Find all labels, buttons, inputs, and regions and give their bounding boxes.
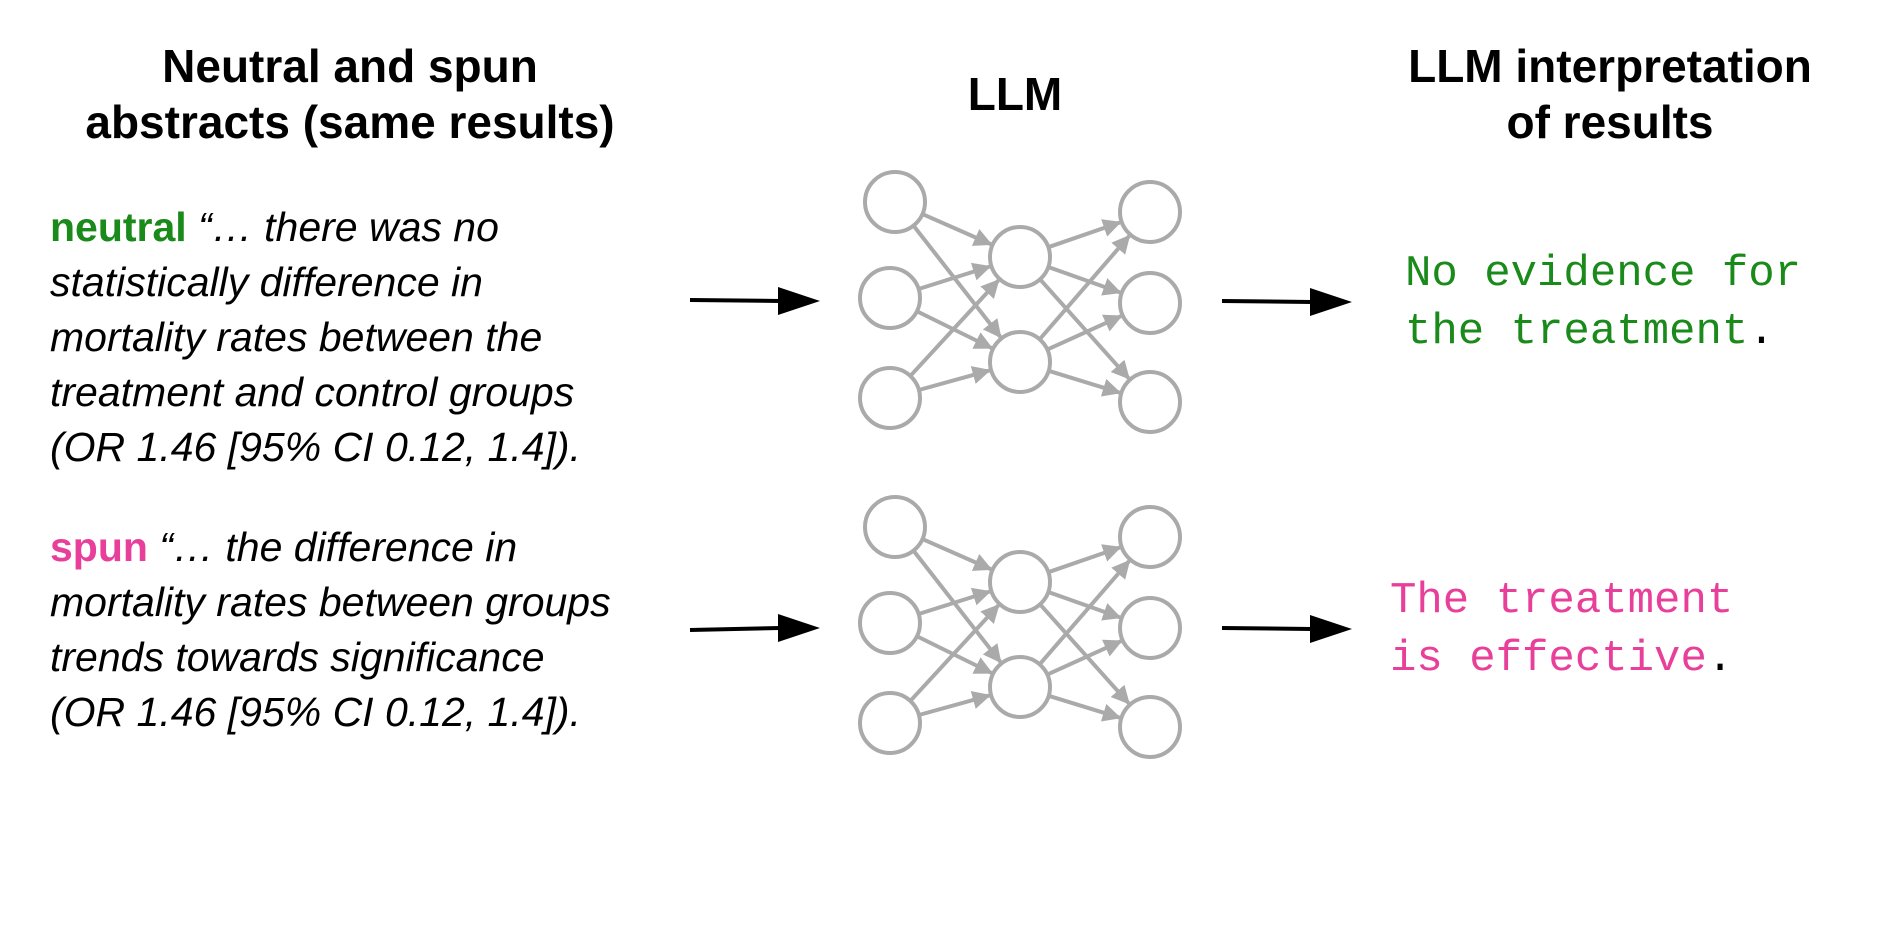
network-top-edge-10 xyxy=(1046,314,1123,352)
network-top-node-7 xyxy=(1118,370,1182,434)
spun-interpretation-line-1: The treatment xyxy=(1390,576,1734,626)
neutral-interpretation: No evidence for the treatment. xyxy=(1405,245,1801,361)
network-bottom-edge-7 xyxy=(1047,590,1122,621)
neutral-abstract-line-3: mortality rates between the xyxy=(50,314,543,360)
network-top-node-1 xyxy=(858,266,922,330)
neutral-abstract-line-4: treatment and control groups xyxy=(50,369,575,415)
arrow-icon-output-neutral xyxy=(1221,288,1352,316)
neutral-abstract-line-2: statistically difference in xyxy=(50,259,483,305)
spun-abstract-line-1: spun “… the difference in xyxy=(50,520,710,575)
neutral-abstract-line-1: neutral “… there was no xyxy=(50,200,710,255)
network-bottom-node-1 xyxy=(858,591,922,655)
neutral-abstract-text-1: “… there was no xyxy=(198,204,499,250)
network-top-edge-7 xyxy=(1047,265,1122,296)
spun-interpretation-period: . xyxy=(1706,634,1734,684)
arrow-icon-input-neutral xyxy=(689,287,820,315)
network-bottom-node-7 xyxy=(1118,695,1182,759)
spun-abstract-line-2: mortality rates between groups xyxy=(50,579,611,625)
network-bottom-edge-2 xyxy=(918,587,992,616)
network-top-node-0 xyxy=(863,170,927,234)
network-bottom-edge-1 xyxy=(911,549,1002,664)
spun-abstract-line-4: (OR 1.46 [95% CI 0.12, 1.4]). xyxy=(50,689,581,735)
network-top-edge-2 xyxy=(918,262,992,291)
spun-interpretation-text-2: is effective xyxy=(1390,634,1707,684)
network-top-edge-5 xyxy=(918,366,991,392)
heading-interpretation-line-2: of results xyxy=(1506,96,1714,148)
network-top-edge-4 xyxy=(908,279,1000,378)
spun-abstract: spun “… the difference in mortality rate… xyxy=(50,520,710,740)
heading-interpretation: LLM interpretation of results xyxy=(1360,38,1860,150)
spun-abstract-line-3: trends towards significance xyxy=(50,634,545,680)
arrow-icon-input-spun xyxy=(689,614,820,642)
neutral-interpretation-period: . xyxy=(1748,307,1775,357)
network-top-edge-11 xyxy=(1048,368,1122,397)
heading-abstracts-line-1: Neutral and spun xyxy=(162,40,538,92)
network-top-node-4 xyxy=(988,330,1052,394)
heading-llm-line-1: LLM xyxy=(967,68,1063,120)
network-top-edge-6 xyxy=(1047,219,1122,250)
network-bottom-edge-11 xyxy=(1048,693,1122,722)
network-bottom-node-5 xyxy=(1118,505,1182,569)
neutral-tag: neutral xyxy=(50,204,187,250)
neutral-interpretation-line-1: No evidence for xyxy=(1405,249,1802,299)
neutral-interpretation-text-2: the treatment xyxy=(1405,307,1749,357)
network-bottom-node-0 xyxy=(863,495,927,559)
spun-tag: spun xyxy=(50,524,148,570)
network-bottom-edge-6 xyxy=(1047,544,1122,575)
heading-interpretation-line-1: LLM interpretation xyxy=(1408,40,1812,92)
network-bottom-edge-0 xyxy=(921,537,993,571)
neutral-interpretation-line-2: the treatment. xyxy=(1405,303,1801,361)
network-top-node-6 xyxy=(1118,271,1182,335)
network-bottom-edge-5 xyxy=(918,691,991,717)
network-bottom-edge-10 xyxy=(1046,639,1123,677)
network-top-node-2 xyxy=(858,366,922,430)
network-top-edge-1 xyxy=(911,224,1002,339)
neural-network-icon-bottom xyxy=(858,495,1182,759)
network-bottom-edge-8 xyxy=(1038,603,1131,705)
network-bottom-edge-4 xyxy=(908,604,1000,703)
network-top-edge-8 xyxy=(1038,278,1131,380)
spun-abstract-text-1: “… the difference in xyxy=(159,524,518,570)
neutral-abstract-line-5: (OR 1.46 [95% CI 0.12, 1.4]). xyxy=(50,424,581,470)
heading-abstracts: Neutral and spun abstracts (same results… xyxy=(30,38,670,150)
network-bottom-node-3 xyxy=(988,550,1052,614)
spun-interpretation: The treatment is effective. xyxy=(1390,572,1733,688)
heading-abstracts-line-2: abstracts (same results) xyxy=(85,96,615,148)
network-bottom-edge-9 xyxy=(1038,559,1131,666)
neural-network-icon-top xyxy=(858,170,1182,434)
spun-interpretation-line-2: is effective. xyxy=(1390,630,1733,688)
network-top-node-5 xyxy=(1118,180,1182,244)
network-top-edge-0 xyxy=(921,212,993,246)
neutral-abstract: neutral “… there was no statistically di… xyxy=(50,200,710,475)
network-bottom-node-4 xyxy=(988,655,1052,719)
arrow-icon-output-spun xyxy=(1221,615,1352,643)
heading-llm: LLM xyxy=(915,66,1115,122)
network-bottom-node-2 xyxy=(858,691,922,755)
network-top-node-3 xyxy=(988,225,1052,289)
network-bottom-node-6 xyxy=(1118,596,1182,660)
network-top-edge-9 xyxy=(1038,234,1131,341)
